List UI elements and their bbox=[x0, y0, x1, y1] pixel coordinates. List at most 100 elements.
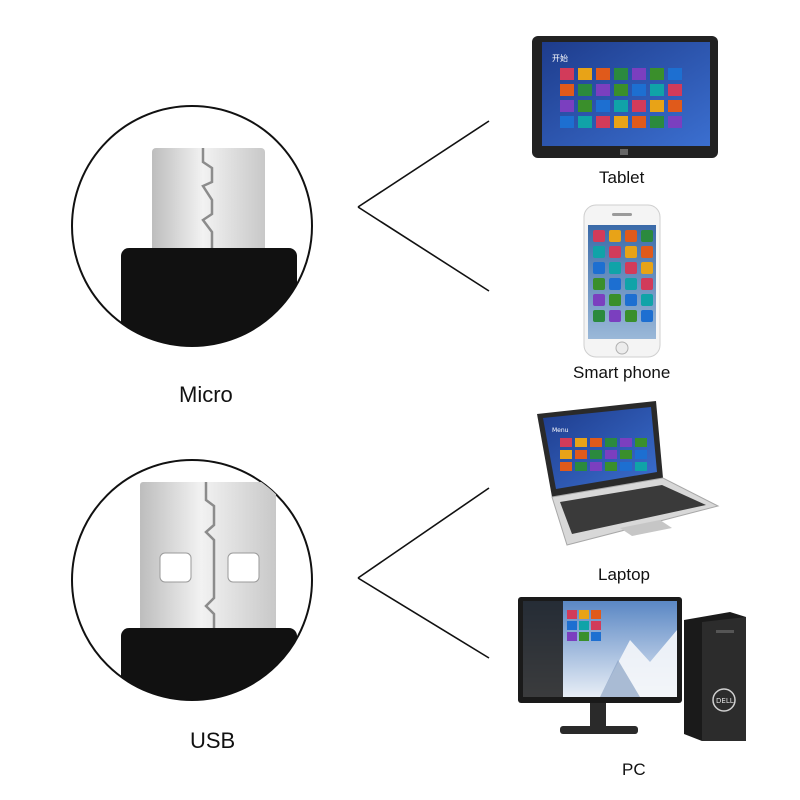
usb-label: USB bbox=[190, 728, 236, 753]
laptop-keyboard bbox=[560, 485, 706, 534]
phone-app-icon bbox=[609, 294, 621, 306]
tablet-tile bbox=[596, 100, 610, 112]
tablet-tile bbox=[650, 68, 664, 80]
laptop-tile bbox=[620, 450, 632, 459]
phone-app-icon bbox=[641, 262, 653, 274]
line-micro-to-phone bbox=[357, 206, 490, 292]
tablet-tile bbox=[650, 84, 664, 96]
laptop-tile bbox=[560, 450, 572, 459]
pc-tile bbox=[579, 621, 589, 630]
phone-app-icon bbox=[593, 294, 605, 306]
phone-app-icon bbox=[593, 246, 605, 258]
tablet-tile bbox=[578, 68, 592, 80]
tablet-tile bbox=[614, 116, 628, 128]
tablet-tile bbox=[632, 68, 646, 80]
laptop-tile bbox=[605, 450, 617, 459]
pc-tile bbox=[579, 632, 589, 641]
monitor-stand bbox=[590, 703, 606, 727]
laptop-image: Menu bbox=[537, 401, 720, 546]
laptop-tile bbox=[575, 450, 587, 459]
laptop-label: Laptop bbox=[598, 565, 650, 584]
phone-app-icon bbox=[593, 262, 605, 274]
tablet-tile bbox=[614, 100, 628, 112]
pc-tile bbox=[591, 610, 601, 619]
laptop-tile bbox=[575, 438, 587, 447]
tablet-tile bbox=[578, 100, 592, 112]
tablet-tile bbox=[668, 116, 682, 128]
pc-start-menu bbox=[523, 601, 563, 697]
tablet-label: Tablet bbox=[599, 168, 645, 187]
phone-app-icon bbox=[609, 230, 621, 242]
phone-app-icon bbox=[625, 310, 637, 322]
tablet-home-button bbox=[620, 149, 628, 155]
phone-app-icon bbox=[609, 310, 621, 322]
tablet-tile bbox=[560, 84, 574, 96]
phone-app-icon bbox=[641, 246, 653, 258]
pc-tile bbox=[567, 621, 577, 630]
tablet-tile bbox=[578, 84, 592, 96]
pc-tile bbox=[579, 610, 589, 619]
pc-image: DELL bbox=[518, 597, 746, 741]
tablet-screen-title: 开始 bbox=[552, 53, 568, 63]
laptop-tile bbox=[635, 462, 647, 471]
tablet-tile bbox=[560, 100, 574, 112]
laptop-tile bbox=[590, 450, 602, 459]
tablet-tile bbox=[632, 100, 646, 112]
laptop-tile bbox=[620, 438, 632, 447]
laptop-tile bbox=[605, 462, 617, 471]
phone-app-icon bbox=[593, 310, 605, 322]
tower-drive-slot bbox=[716, 630, 734, 633]
laptop-tiles bbox=[560, 438, 647, 471]
tablet-tile bbox=[668, 100, 682, 112]
micro-connector-illustration bbox=[71, 105, 313, 347]
pc-label: PC bbox=[622, 760, 646, 779]
dell-logo-icon bbox=[712, 688, 736, 712]
phone-app-icons bbox=[593, 230, 653, 322]
phone-app-icon bbox=[625, 294, 637, 306]
tablet-tile bbox=[632, 116, 646, 128]
phone-app-icon bbox=[609, 246, 621, 258]
pc-tile bbox=[567, 610, 577, 619]
tablet-tile bbox=[668, 84, 682, 96]
pc-tile bbox=[591, 621, 601, 630]
connector-lines bbox=[357, 120, 490, 659]
phone-app-icon bbox=[609, 262, 621, 274]
tablet-tile bbox=[596, 84, 610, 96]
tablet-tile bbox=[596, 68, 610, 80]
phone-home-button bbox=[615, 341, 629, 355]
tablet-tile bbox=[650, 100, 664, 112]
laptop-tile bbox=[560, 462, 572, 471]
smartphone-image bbox=[583, 204, 661, 358]
line-usb-to-pc bbox=[357, 577, 490, 659]
tablet-tile bbox=[650, 116, 664, 128]
phone-app-icon bbox=[641, 310, 653, 322]
laptop-tile bbox=[590, 438, 602, 447]
laptop-tile bbox=[575, 462, 587, 471]
laptop-tile bbox=[560, 438, 572, 447]
micro-label: Micro bbox=[179, 382, 233, 407]
phone-app-icon bbox=[625, 246, 637, 258]
phone-app-icon bbox=[625, 262, 637, 274]
tablet-tiles bbox=[560, 68, 682, 128]
pc-tile bbox=[591, 632, 601, 641]
tablet-tile bbox=[668, 68, 682, 80]
phone-app-icon bbox=[641, 230, 653, 242]
phone-app-icon bbox=[625, 278, 637, 290]
smartphone-label: Smart phone bbox=[573, 363, 671, 382]
laptop-tile bbox=[590, 462, 602, 471]
phone-app-icon bbox=[625, 230, 637, 242]
tablet-tile bbox=[578, 116, 592, 128]
laptop-tile bbox=[635, 438, 647, 447]
tablet-tile bbox=[614, 68, 628, 80]
laptop-touchpad bbox=[620, 520, 672, 536]
phone-app-icon bbox=[641, 278, 653, 290]
tablet-tile bbox=[560, 68, 574, 80]
usb-connector-illustration bbox=[71, 459, 313, 701]
laptop-tile bbox=[620, 462, 632, 471]
pc-tiles bbox=[567, 610, 601, 641]
phone-app-icon bbox=[593, 278, 605, 290]
laptop-tile bbox=[605, 438, 617, 447]
tablet-tile bbox=[614, 84, 628, 96]
phone-app-icon bbox=[593, 230, 605, 242]
